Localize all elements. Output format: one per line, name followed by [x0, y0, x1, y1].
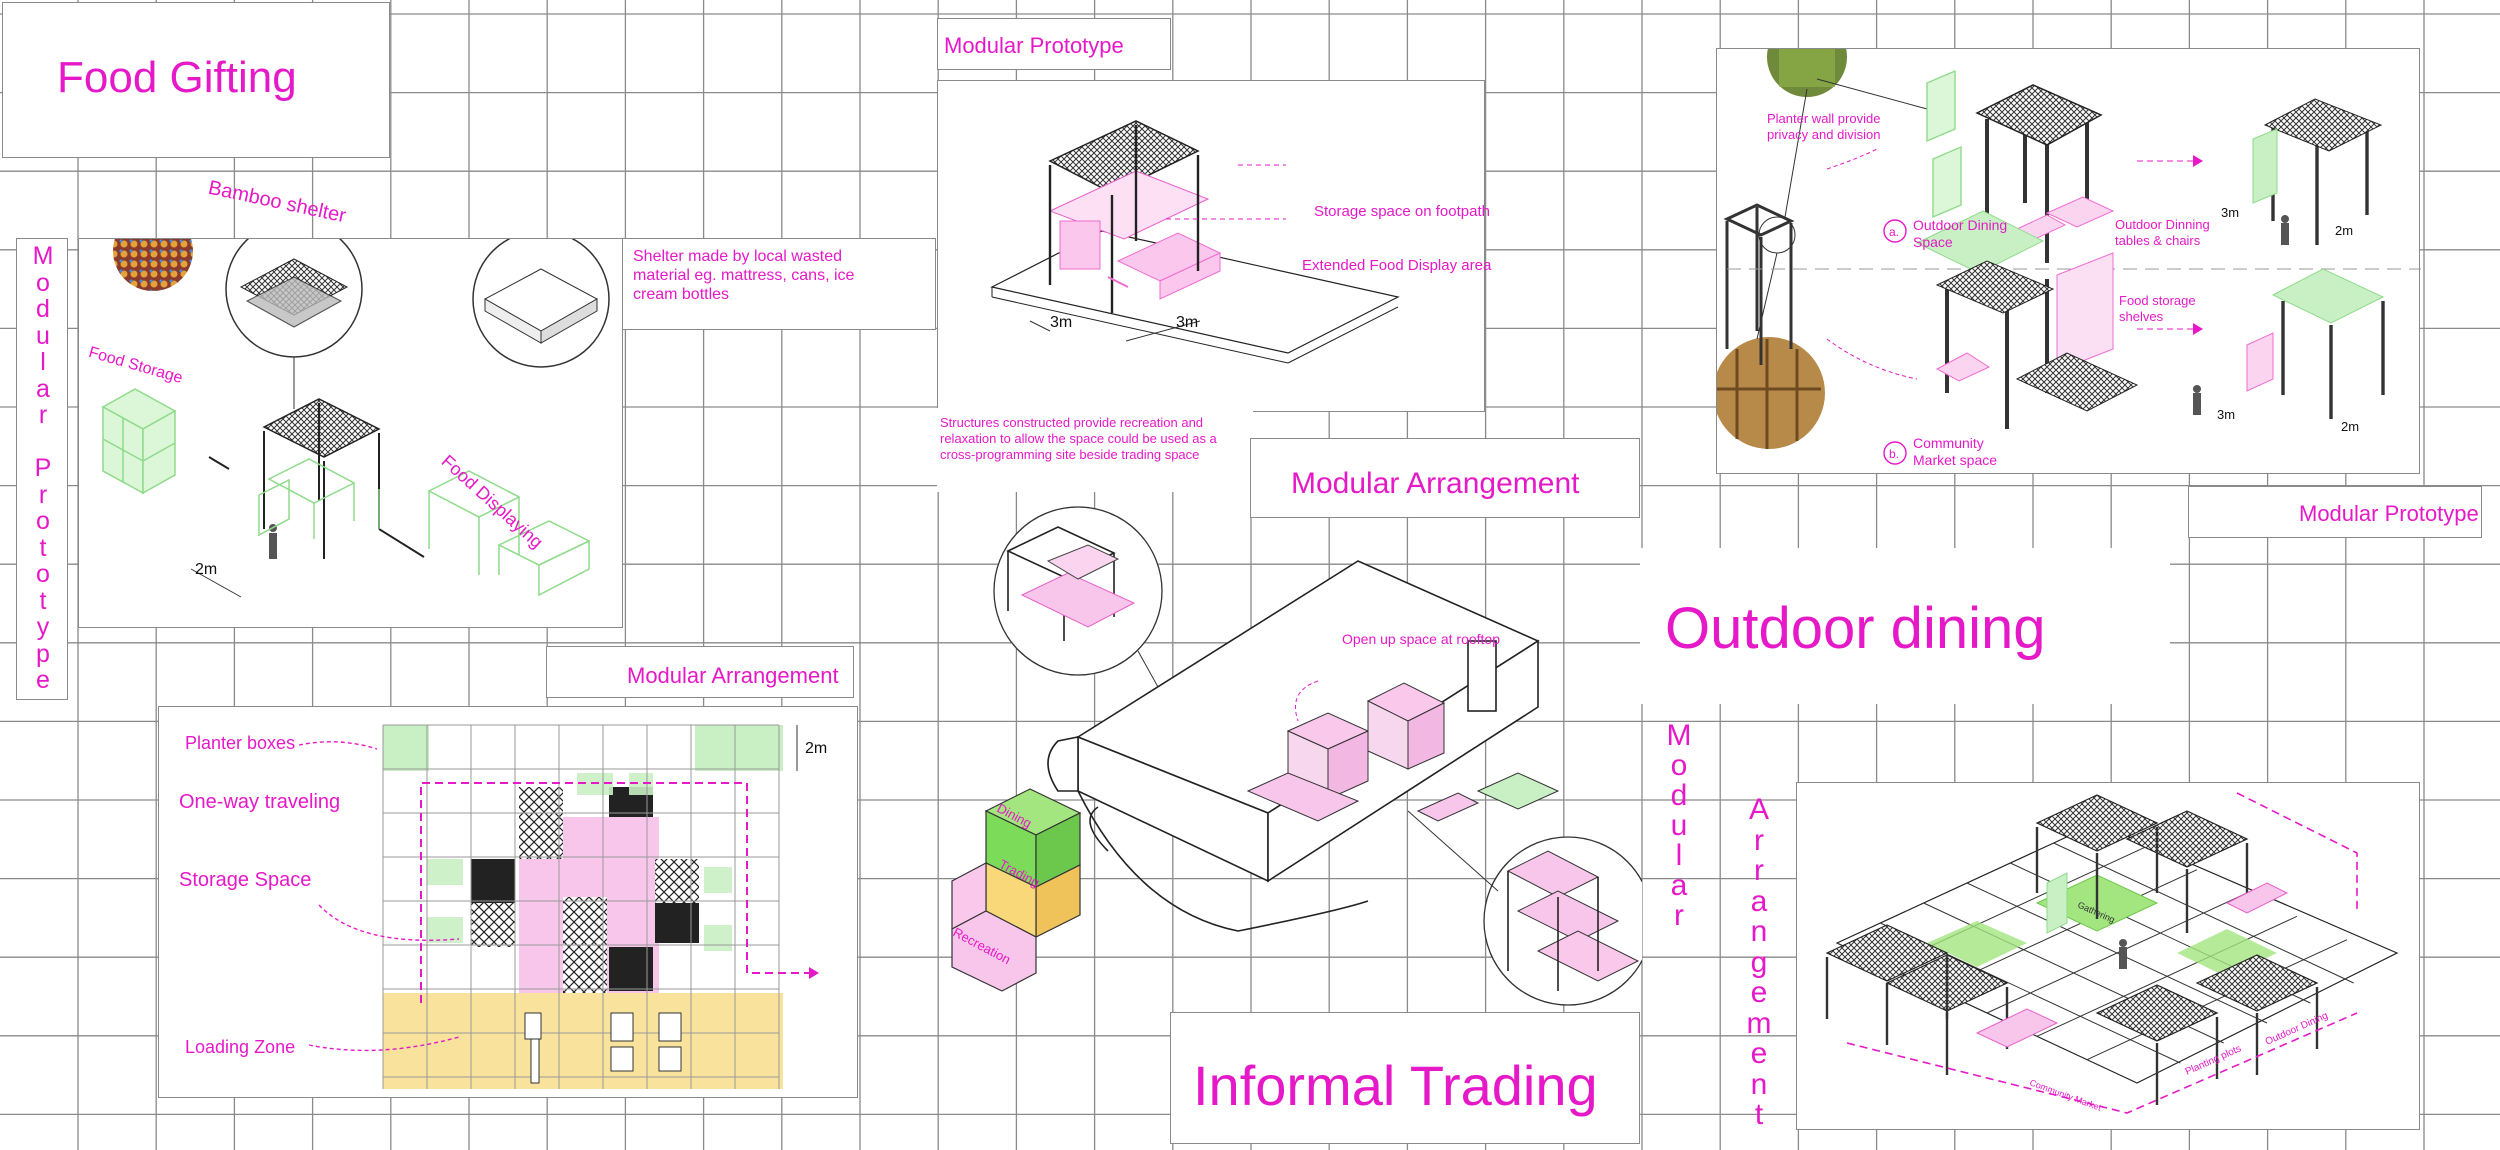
vertical-letter: o	[1670, 749, 1688, 782]
vertical-letter: a	[36, 374, 50, 403]
dim-2m-a: 2m	[2335, 223, 2353, 238]
planter-boxes-label: Planter boxes	[185, 733, 296, 753]
vertical-letter: r	[1754, 854, 1764, 887]
modular-prototype-right-label: Modular Prototype	[2299, 501, 2479, 526]
market-label: Community Market	[2028, 1077, 2103, 1112]
cans-photo-icon	[113, 211, 193, 291]
food-gifting-title: Food Gifting	[57, 53, 297, 102]
vertical-letter: o	[36, 268, 50, 297]
prototype-panel: 3m 3m Storage space on footpath Extended…	[937, 80, 1491, 412]
modular-prototype-top-label: Modular Prototype	[944, 33, 1124, 58]
right-bottom-panel: Gathering Outdoor Dining Planting plots …	[1796, 782, 2420, 1130]
option-b-detail: Food storage shelves	[2119, 293, 2196, 324]
arrangement-plan-drawing: 2m	[298, 724, 827, 1089]
option-b-badge: b.	[1889, 447, 1899, 461]
right-top-panel: 3m 2m 3m 2m a. b. Planter wall provide p…	[1713, 17, 2421, 474]
vertical-letter: u	[36, 321, 50, 350]
one-way-label: One-way traveling	[179, 791, 341, 813]
shelter-note: Shelter made by local wasted material eg…	[633, 248, 855, 303]
vertical-letter: r	[1754, 823, 1764, 857]
storage-space-label: Storage Space	[179, 869, 312, 891]
informal-trading-title-box: Informal Trading	[1170, 1012, 1640, 1144]
vertical-letter: M	[32, 242, 54, 270]
vertical-letter: e	[1750, 976, 1768, 1009]
vertical-letter: n	[1750, 915, 1768, 948]
dim-2m: 2m	[195, 561, 217, 578]
food-gifting-drawing: 2m	[101, 211, 610, 598]
food-gifting-title-box: Food Gifting	[2, 2, 390, 158]
modular-arrangement-center-label: Modular Arrangement	[1291, 467, 1580, 500]
dim-3m-b: 3m	[2217, 407, 2235, 422]
dim-2m-b: 2m	[2341, 419, 2359, 434]
vertical-letter: e	[1750, 1037, 1768, 1070]
modular-arrangement-left-label: Modular Arrangement	[627, 663, 839, 688]
outdoor-dining-title-box: Outdoor dining	[1640, 548, 2170, 704]
food-gifting-panel: 2m Bamboo shelter Food Storage Food Disp…	[78, 177, 623, 628]
informal-trading-title: Informal Trading	[1193, 1054, 1598, 1117]
plan-dim-2m: 2m	[805, 740, 827, 757]
option-a-badge: a.	[1889, 225, 1899, 239]
vertical-letter: g	[1750, 945, 1768, 979]
structures-note: Structures constructed provide recreatio…	[940, 415, 1217, 462]
center-iso-panel: Dining Trading Recreation Open up space …	[937, 490, 1653, 1010]
vertical-letter: l	[40, 348, 46, 376]
market-arrangement-drawing: Gathering Outdoor Dining Planting plots …	[1825, 792, 2399, 1114]
vertical-letter: P	[34, 454, 52, 482]
vertical-letter: p	[36, 639, 50, 668]
outdoor-dining-title: Outdoor dining	[1665, 596, 2046, 661]
proto-dim-a: 3m	[1050, 314, 1072, 331]
modular-arrangement-left-label-box: Modular Arrangement	[546, 646, 854, 698]
vertical-letter: e	[36, 666, 50, 694]
vertical-letter: t	[1754, 1098, 1764, 1131]
vertical-letter: y	[36, 613, 50, 641]
option-b-label: Community Market space	[1913, 435, 1998, 468]
vertical-letter: r	[38, 401, 48, 429]
planter-wall-label: Planter wall provide privacy and divisio…	[1767, 111, 1881, 142]
structures-note-box: Structures constructed provide recreatio…	[937, 408, 1253, 492]
option-a-label: Outdoor Dining Space	[1913, 217, 2008, 250]
vertical-letter: o	[36, 507, 50, 535]
vertical-letter: n	[1750, 1067, 1768, 1101]
modular-prototype-right-label-box: Modular Prototype	[2188, 486, 2482, 538]
modular-arrangement-center-label-box: Modular Arrangement	[1250, 438, 1640, 518]
vertical-letter: o	[36, 560, 50, 588]
shelter-note-box: Shelter made by local wasted material eg…	[622, 238, 936, 330]
vertical-letter: A	[1748, 793, 1769, 826]
prototype-drawing: 3m 3m	[990, 120, 1400, 364]
vertical-letter: a	[1750, 884, 1768, 918]
vertical-letter: u	[1670, 809, 1688, 842]
modular-prototype-top-label-box: Modular Prototype	[937, 18, 1171, 70]
arrangement-plan-panel: 2m Planter boxes One-way traveling Stora…	[158, 706, 858, 1098]
bamboo-photo-icon	[1713, 337, 1825, 449]
option-a-detail: Outdoor Dinning tables & chairs	[2115, 217, 2210, 248]
storage-footpath-label: Storage space on footpath	[1314, 203, 1490, 220]
vertical-letter: d	[36, 295, 50, 323]
vertical-letter: t	[39, 586, 47, 615]
vertical-letter	[40, 429, 47, 456]
rooftop-label: Open up space at rooftop	[1342, 631, 1500, 647]
food-display-area-label: Extended Food Display area	[1302, 257, 1492, 274]
dim-3m-a: 3m	[2221, 205, 2239, 220]
vertical-letter: a	[1670, 869, 1688, 902]
vertical-letter: r	[1674, 899, 1684, 932]
vertical-letter: m	[1746, 1006, 1772, 1040]
loading-zone-label: Loading Zone	[185, 1037, 296, 1057]
vertical-letter: d	[1670, 779, 1688, 812]
proto-dim-b: 3m	[1176, 314, 1198, 331]
vertical-letter: M	[1666, 719, 1692, 752]
building-iso-drawing: Dining Trading Recreation	[951, 506, 1653, 1006]
vertical-letter: r	[38, 480, 48, 509]
vertical-letter: l	[1675, 839, 1683, 872]
vertical-letter: t	[39, 533, 47, 562]
